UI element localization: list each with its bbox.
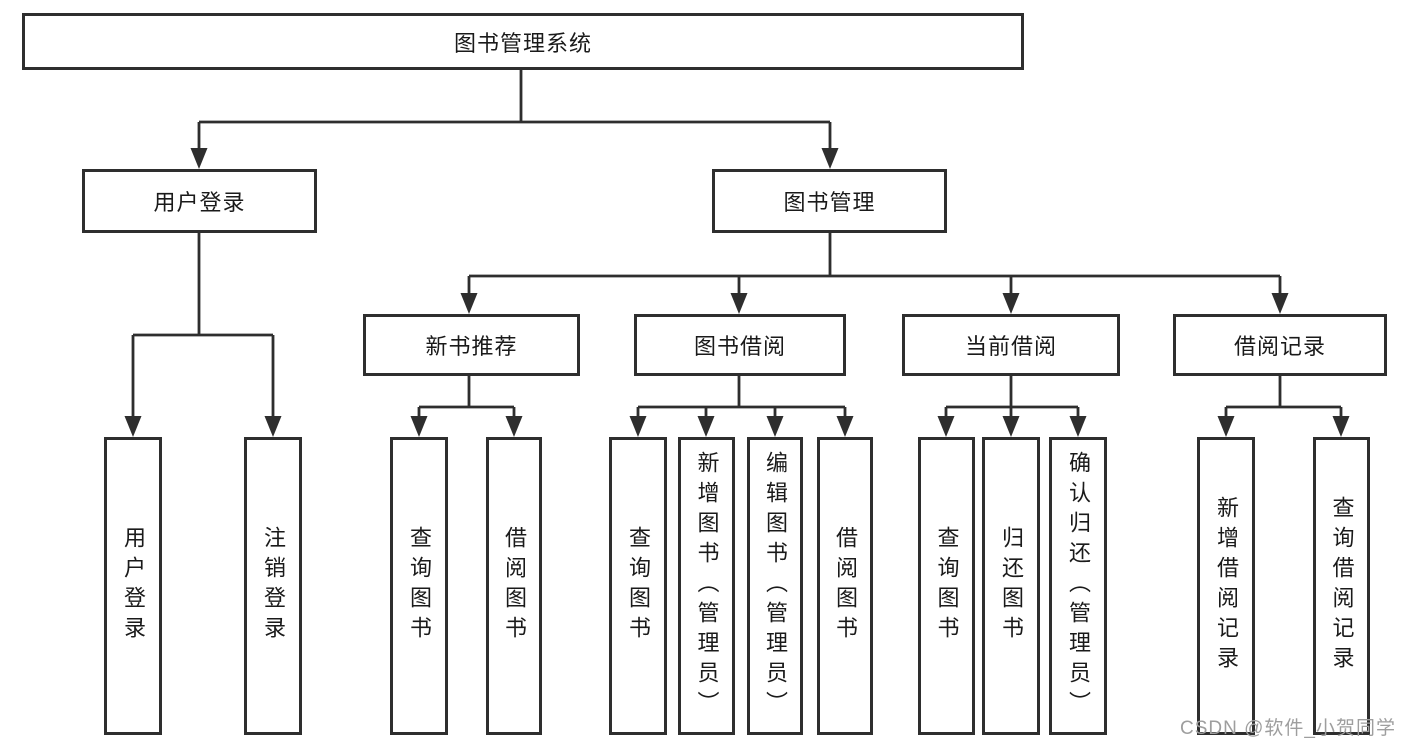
leaf-newrec-query-book: 查询图书 [390,437,448,735]
leaf-newrec-borrow-book-label: 借阅图书 [502,526,527,646]
csdn-watermark: CSDN @软件_小贺同学 [1180,718,1396,739]
leaf-current-query-book-label: 查询图书 [934,526,960,646]
leaf-record-query-record-label: 查询借阅记录 [1329,496,1355,676]
leaf-borrow-borrow-book-label: 借阅图书 [833,526,858,646]
node-user-login: 用户登录 [82,169,317,233]
leaf-borrow-edit-book-admin: 编辑图书（管理员） [747,437,803,735]
leaf-borrow-query-book: 查询图书 [609,437,667,735]
node-user-login-label: 用户登录 [153,190,246,215]
node-new-book-recommend: 新书推荐 [363,314,580,376]
leaf-borrow-add-book-admin: 新增图书（管理员） [678,437,735,735]
leaf-borrow-query-book-label: 查询图书 [626,526,651,646]
leaf-current-confirm-return-admin-label: 确认归还（管理员） [1066,451,1091,721]
leaf-newrec-borrow-book: 借阅图书 [486,437,542,735]
node-book-management: 图书管理 [712,169,947,233]
node-current-borrow-label: 当前借阅 [964,334,1057,359]
node-system-root: 图书管理系统 [22,13,1024,70]
leaf-logout-login-label: 注销登录 [261,526,286,646]
leaf-borrow-borrow-book: 借阅图书 [817,437,873,735]
node-new-book-recommend-label: 新书推荐 [425,334,518,359]
node-book-borrow: 图书借阅 [634,314,846,376]
leaf-record-add-record-label: 新增借阅记录 [1214,496,1239,676]
node-borrow-record-label: 借阅记录 [1233,334,1326,359]
leaf-logout-login: 注销登录 [244,437,302,735]
leaf-user-login-label: 用户登录 [121,526,146,646]
leaf-borrow-edit-book-admin-label: 编辑图书（管理员） [763,451,788,721]
leaf-current-query-book: 查询图书 [918,437,975,735]
node-book-borrow-label: 图书借阅 [693,334,786,359]
leaf-current-confirm-return-admin: 确认归还（管理员） [1049,437,1107,735]
leaf-newrec-query-book-label: 查询图书 [407,526,432,646]
node-borrow-record: 借阅记录 [1173,314,1387,376]
leaf-user-login: 用户登录 [104,437,162,735]
leaf-record-query-record: 查询借阅记录 [1313,437,1370,735]
node-book-management-label: 图书管理 [783,190,876,215]
node-system-root-label: 图书管理系统 [453,30,592,56]
node-current-borrow: 当前借阅 [902,314,1120,376]
leaf-current-return-book-label: 归还图书 [999,526,1024,646]
leaf-borrow-add-book-admin-label: 新增图书（管理员） [694,451,720,721]
leaf-current-return-book: 归还图书 [982,437,1040,735]
leaf-record-add-record: 新增借阅记录 [1197,437,1255,735]
